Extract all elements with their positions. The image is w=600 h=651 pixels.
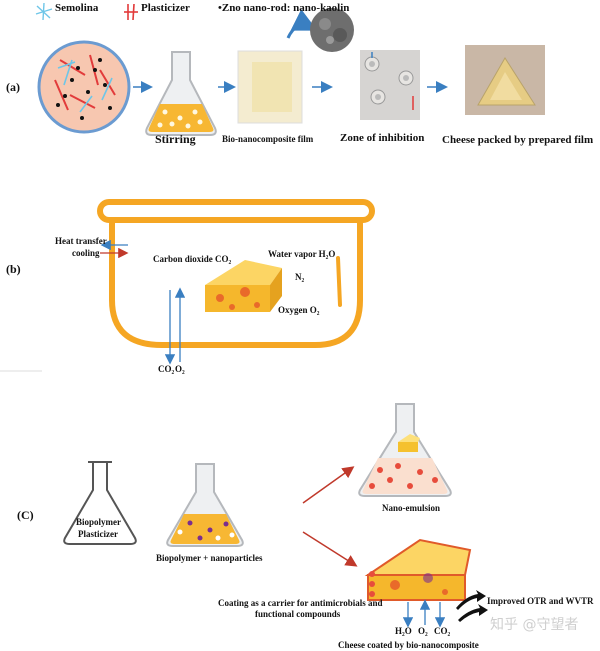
rotate-arrow [286,9,318,39]
cheese-coated-label: Cheese coated by bio-nanocomposite [338,640,479,650]
water-vapor-label: Water vapor H₂O [268,249,336,259]
step-stirring: Stirring [155,132,196,146]
gas-o2: O₂ [418,626,428,636]
cheese-package-photo [465,45,545,115]
nano-emulsion-label: Nano-emulsion [382,503,441,513]
n2-label: N₂ [295,272,305,282]
arrow-to-coated [302,531,358,567]
improved-label: Improved OTR and WVTR [487,596,594,606]
step-zone: Zone of inhibition [340,132,425,144]
gas-h2o: H₂O [395,626,412,636]
flask2-label: Biopolymer + nanoparticles [156,553,263,563]
flask-a [145,51,217,136]
flask-c3 [358,403,452,497]
plasticizer-icon [124,3,138,21]
watermark: 知乎 @守望者 [490,617,579,633]
legend-zno: •Zno nano-rod: nano-kaolin [218,2,350,14]
flask-c1 [63,461,137,545]
cooling-label: cooling [72,248,100,258]
arrow-to-emulsion [302,466,355,504]
coating-line2: functional compounds [255,609,341,619]
cheese-wedge-b [205,260,282,312]
film-mixture-circle [37,40,131,134]
step-cheese-packed: Cheese packed by prepared film [442,134,594,146]
panel-c-label: (C) [17,508,34,522]
coating-line1: Coating as a carrier for antimicrobials … [218,598,383,608]
coated-cheese [364,538,472,628]
film-photo [237,50,303,124]
heat-transfer-label: Heat transfer [55,236,107,246]
semolina-icon [35,2,53,21]
oxygen-label: Oxygen O₂ [278,305,320,315]
improvement-arrows [456,590,488,622]
gas-co2: CO₂ [434,626,451,636]
flask-c2 [166,463,244,547]
o2-out-label: O₂ [175,364,185,374]
sem-micrograph [310,8,354,52]
panel-a-label: (a) [6,80,20,94]
step-film: Bio-nanocomposite film [222,134,314,144]
flask1-line1: Biopolymer [76,517,121,527]
petri-dish [360,50,420,120]
legend-plasticizer: Plasticizer [141,2,190,14]
legend-semolina: Semolina [55,2,99,14]
co2-inside-label: Carbon dioxide CO₂ [153,254,232,264]
co2-out-label: CO₂ [158,364,175,374]
flask1-line2: Plasticizer [78,529,118,539]
panel-b-label: (b) [6,262,21,276]
